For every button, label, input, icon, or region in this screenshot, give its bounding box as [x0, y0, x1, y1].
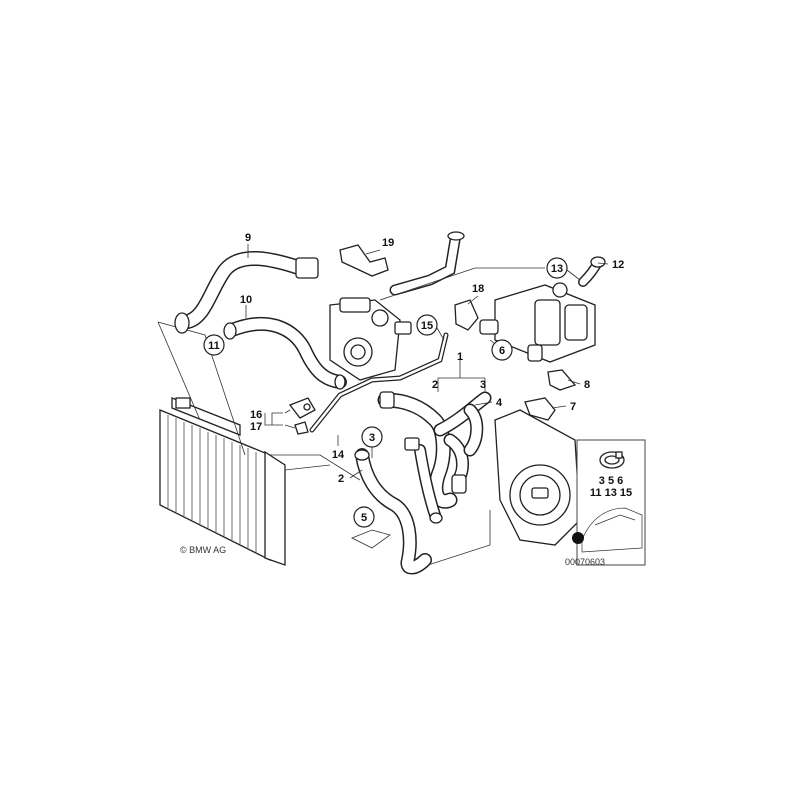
- callout-6: 6: [499, 345, 505, 357]
- ghost-lines: [157, 321, 361, 481]
- callout-17: 17: [250, 421, 262, 433]
- copyright-text: © BMW AG: [180, 545, 226, 555]
- clip-18: [454, 299, 479, 331]
- callout-2-lower: 2: [338, 473, 344, 485]
- inset-parts-row-1: 3 5 6: [599, 475, 623, 487]
- circled-callout-3: 3: [361, 426, 383, 448]
- car-silhouette-icon: [572, 507, 643, 553]
- circled-callout-15: 15: [416, 314, 438, 336]
- callout-12: 12: [612, 259, 624, 271]
- callout-14: 14: [332, 449, 345, 461]
- circled-callout-6: 6: [491, 339, 513, 361]
- callout-11: 11: [208, 340, 220, 352]
- callout-10: 10: [240, 294, 252, 306]
- hose-clamp-icon: [599, 451, 625, 469]
- callout-15: 15: [421, 320, 433, 332]
- fitting-12: [578, 256, 606, 287]
- hose-10: [223, 316, 347, 390]
- inset-panel: 3 5 6 11 13 15: [572, 439, 646, 566]
- ghost-line-top: [379, 267, 545, 301]
- callout-2-upper: 2: [432, 379, 438, 391]
- clip-16: [288, 397, 316, 419]
- radiator: [159, 397, 286, 566]
- diagram-id: 00070603: [565, 557, 605, 567]
- hose-2: [354, 448, 432, 575]
- circled-callout-11: 11: [203, 334, 225, 356]
- bleed-pipe-14: [309, 332, 449, 433]
- callout-9: 9: [245, 232, 251, 244]
- circled-callout-5: 5: [353, 506, 375, 528]
- callout-8: 8: [584, 379, 590, 391]
- callout-19: 19: [382, 237, 394, 249]
- coolant-pipe-top: [389, 231, 465, 296]
- thermostat-housing: [329, 297, 412, 381]
- hose-4: [463, 403, 484, 457]
- callout-7: 7: [570, 401, 576, 413]
- hose-9: [174, 251, 319, 334]
- clip-17: [294, 421, 309, 435]
- circled-callout-13: 13: [546, 257, 568, 279]
- hose-5: [404, 437, 443, 524]
- engine-block: [494, 409, 581, 546]
- callout-13: 13: [551, 263, 563, 275]
- clip-8: [547, 369, 577, 391]
- heater-valve: [479, 282, 596, 363]
- callout-3-lower: 3: [369, 432, 375, 444]
- callout-5: 5: [361, 512, 367, 524]
- callout-18: 18: [472, 283, 484, 295]
- callout-16: 16: [250, 409, 262, 421]
- callout-4: 4: [496, 397, 503, 409]
- callout-1: 1: [457, 351, 463, 363]
- inset-parts-row-2: 11 13 15: [590, 487, 632, 499]
- callout-3-upper: 3: [480, 379, 486, 391]
- ghost-line-bottom: [427, 510, 491, 566]
- clip-19: [339, 244, 389, 277]
- clip-7: [524, 397, 556, 421]
